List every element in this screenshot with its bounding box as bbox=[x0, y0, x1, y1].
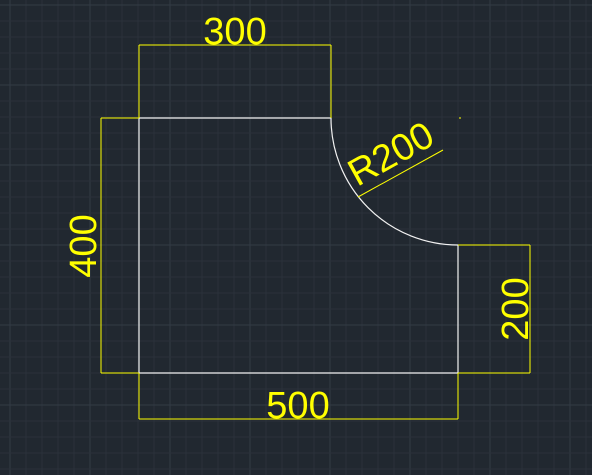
dimension-bottom-lines bbox=[138, 373, 459, 420]
outline-path bbox=[138, 117, 459, 374]
radius-leader-line bbox=[357, 149, 444, 198]
dimensions bbox=[100, 44, 531, 420]
dimension-left-lines bbox=[100, 117, 139, 374]
dimension-right-lines bbox=[458, 244, 531, 374]
dimension-left-label: 400 bbox=[63, 214, 105, 277]
dimension-top-label: 300 bbox=[203, 11, 266, 53]
dimension-right-label: 200 bbox=[495, 277, 537, 340]
dimension-top-lines bbox=[138, 44, 332, 118]
dimension-bottom-label: 500 bbox=[266, 385, 329, 427]
part-outline bbox=[138, 117, 459, 374]
